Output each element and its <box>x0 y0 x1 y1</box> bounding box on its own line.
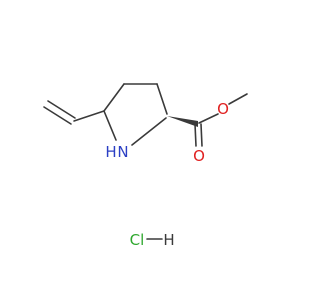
ring-bond-c3-c2 <box>156 83 168 115</box>
structure-canvas: N H O O Cl H <box>43 83 248 249</box>
ester-o-bond <box>198 113 219 124</box>
chlorine-label: Cl <box>130 231 145 249</box>
vinyl-double-bond-outer <box>47 100 76 119</box>
methyl-bond <box>228 93 248 105</box>
carbonyl-double-bond-right <box>200 123 203 147</box>
ring-bond-n-c2 <box>131 117 167 146</box>
ring-bond-c5-c4 <box>103 83 125 112</box>
ring-bond-c5-n <box>103 110 117 141</box>
carbonyl-oxygen-label: O <box>193 147 205 165</box>
vinyl-double-bond-inner <box>43 106 72 125</box>
molecule-structure: N H O O Cl H <box>43 83 248 249</box>
ester-oxygen-label: O <box>217 100 229 118</box>
vinyl-ring-bond <box>73 110 105 122</box>
nitrogen-label: N <box>117 143 128 161</box>
nitrogen-hydrogen-label: H <box>105 143 116 161</box>
hcl-hydrogen-label: H <box>163 231 174 249</box>
stereo-wedge-bond <box>167 116 198 127</box>
carbonyl-double-bond-left <box>194 123 197 147</box>
